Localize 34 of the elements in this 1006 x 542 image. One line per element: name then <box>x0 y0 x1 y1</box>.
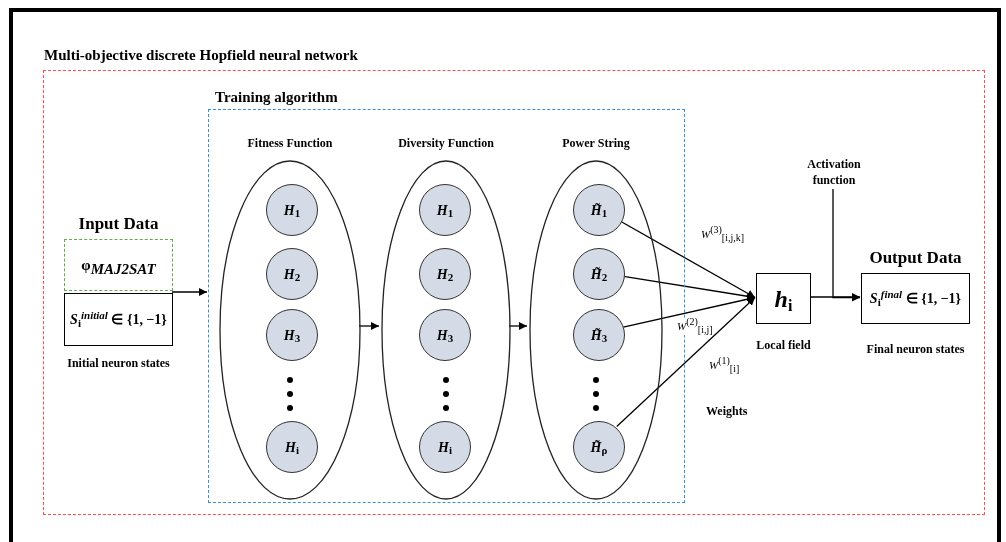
heading: Output Data <box>869 247 962 269</box>
math-label: H̃$_{1}$ <box>590 201 608 221</box>
arrow <box>809 293 861 301</box>
math-label: H̃$_{2}$ <box>590 265 608 285</box>
math-label: H$_{2}$ <box>436 265 454 285</box>
annotation-text: Weights <box>706 403 748 420</box>
math-label: S$_{i}$$^{initial}$ ∈ {1, −1} <box>70 309 167 330</box>
math-label: H$_{1}$ <box>283 201 301 221</box>
heading: Fitness Function <box>247 135 333 152</box>
arrow <box>171 288 208 296</box>
node-label: Final neuron states <box>866 341 965 358</box>
arrow <box>619 220 756 299</box>
heading: Power String <box>562 135 630 152</box>
arrow <box>358 322 380 330</box>
math-label: H$_{i}$ <box>285 438 299 458</box>
math-label: H$_{1}$ <box>436 201 454 221</box>
arrow <box>508 322 528 330</box>
math-label: H$_{2}$ <box>283 265 301 285</box>
heading: Training algorithm <box>215 88 338 107</box>
math-label: H$_{3}$ <box>283 326 301 346</box>
node-label: Local field <box>756 337 811 354</box>
math-label: H̃$_{3}$ <box>590 326 608 346</box>
heading: Input Data <box>78 213 159 235</box>
arrow <box>832 188 861 302</box>
arrow <box>616 296 756 428</box>
math-label: H$_{3}$ <box>436 326 454 346</box>
math-label: H$_{i}$ <box>438 438 452 458</box>
math-label: H̃$_{ρ}$ <box>590 438 608 458</box>
heading: Multi-objective discrete Hopfield neural network <box>44 46 358 65</box>
heading: Diversity Function <box>398 135 494 152</box>
math-label: h$_{i}$ <box>774 284 793 316</box>
node-label: Initial neuron states <box>67 355 170 372</box>
annotation-text: Activation function <box>806 155 862 189</box>
math-label: S$_{i}$$^{final}$ ∈ {1, −1} <box>869 288 962 309</box>
